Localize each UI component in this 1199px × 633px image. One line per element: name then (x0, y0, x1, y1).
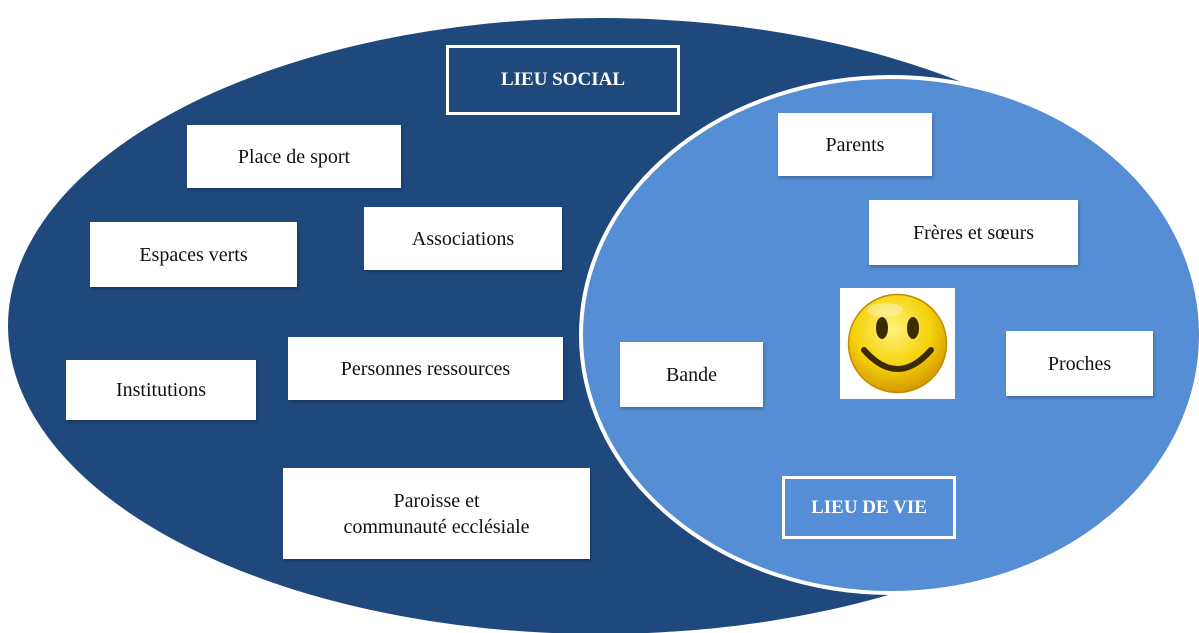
institutions-label: Institutions (115, 379, 206, 401)
espaces-verts-label: Espaces verts (139, 243, 248, 266)
associations-box: Associations (364, 207, 562, 270)
parents-label: Parents (825, 133, 885, 156)
paroisse-box: Paroisse et communauté ecclésiale (283, 468, 590, 559)
freres-et-soeurs-box: Frères et sœurs (869, 200, 1078, 265)
paroisse-label-line2: communauté ecclésiale (343, 515, 530, 538)
place-de-sport-box: Place de sport (187, 125, 401, 188)
associations-label: Associations (411, 227, 515, 250)
lieu-social-title-text: LIEU SOCIAL (500, 69, 626, 90)
lieu-de-vie-title-text: LIEU DE VIE (811, 496, 927, 518)
smiley-tile (840, 288, 955, 399)
smiley-face-icon (847, 293, 948, 394)
bande-box: Bande (620, 342, 763, 407)
lieu-social-title: LIEU SOCIAL (446, 45, 680, 115)
proches-label: Proches (1047, 352, 1112, 375)
personnes-ressources-label: Personnes ressources (340, 357, 511, 380)
paroisse-label-line1: Paroisse et (393, 489, 480, 512)
lieu-de-vie-title: LIEU DE VIE (782, 476, 956, 539)
proches-box: Proches (1006, 331, 1153, 396)
freres-et-soeurs-label: Frères et sœurs (912, 221, 1035, 244)
parents-box: Parents (778, 113, 932, 176)
espaces-verts-box: Espaces verts (90, 222, 297, 287)
place-de-sport-label: Place de sport (237, 145, 351, 168)
personnes-ressources-box: Personnes ressources (288, 337, 563, 400)
bande-label: Bande (665, 363, 718, 386)
institutions-box: Institutions (66, 360, 256, 420)
